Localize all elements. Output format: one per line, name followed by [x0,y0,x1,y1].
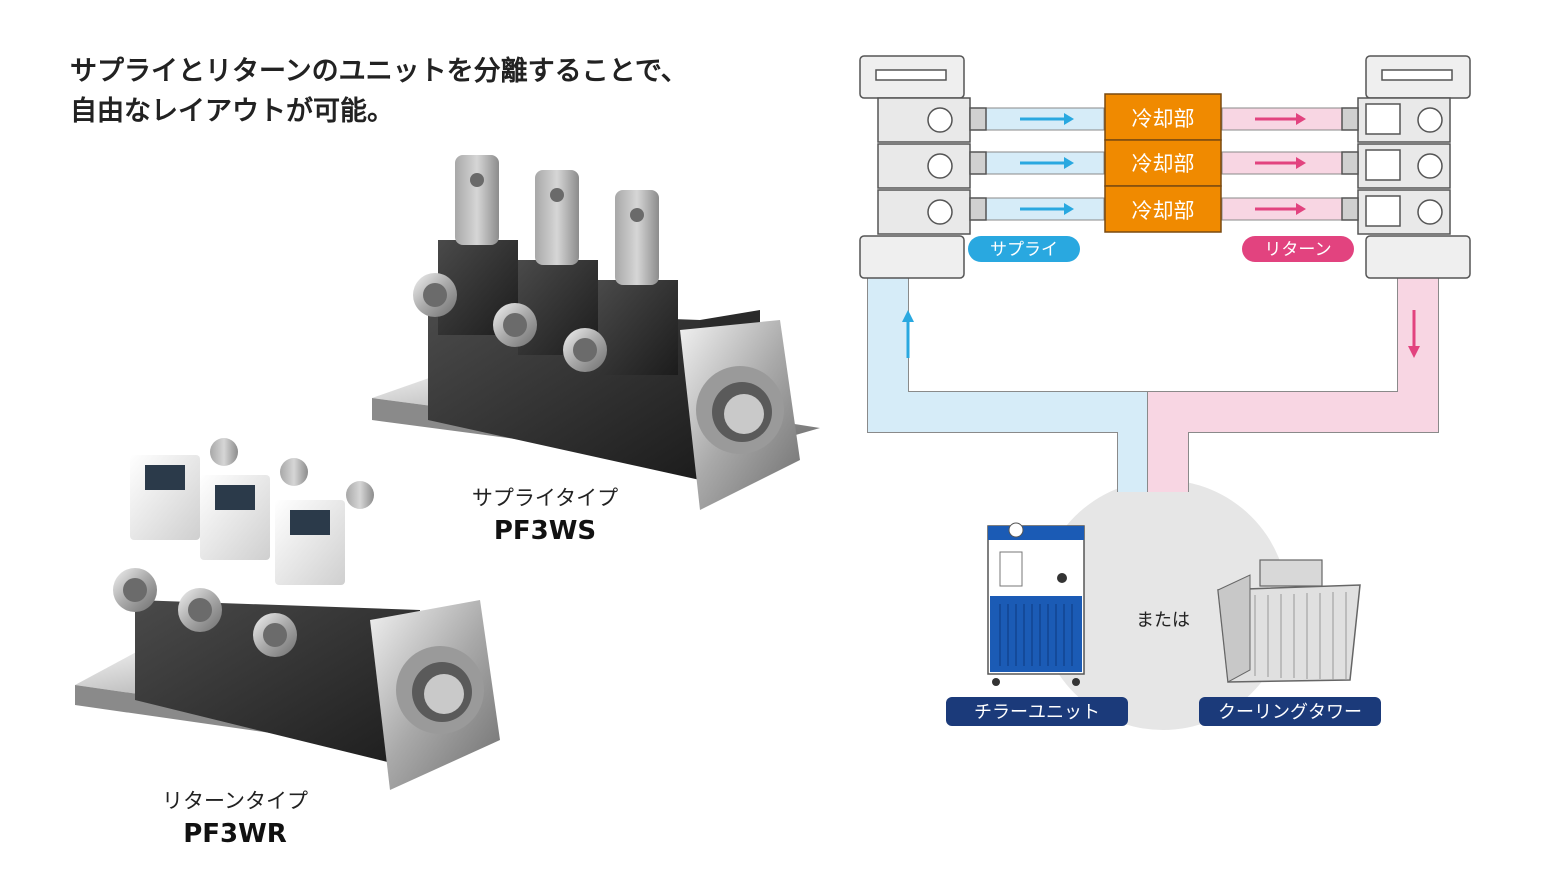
or-label: または [1136,610,1190,631]
chiller-badge: チラーユニット [946,697,1128,726]
supply-pipe-outline [867,268,1159,492]
flow-diagram: 冷却部 冷却部 冷却部 [859,55,1471,730]
return-pipe-outline [1147,268,1439,492]
tower-badge-label: クーリングタワー [1218,702,1362,723]
supply-up-arrow-icon [902,310,914,358]
cooling-section-2: 冷却部 [1104,139,1222,187]
headline: サプライとリターンのユニットを分離することで、 自由なレイアウトが可能。 [70,52,730,132]
cooling-tower-icon [1217,559,1361,683]
supply-model-label: PF3WS [493,516,597,546]
tower-badge: クーリングタワー [1199,697,1381,726]
headline-line-1: サプライとリターンのユニットを分離することで、 [70,56,688,87]
return-badge: リターン [1242,236,1354,262]
cooling-section-3: 冷却部 [1104,185,1222,233]
product-photos [75,155,820,790]
return-down-arrow-icon [1408,310,1420,358]
cooling-label-3: 冷却部 [1132,199,1195,223]
flow-arrow-icon [1020,113,1306,215]
chiller-icon [987,522,1085,686]
return-product-label: リターンタイプ PF3WR [130,785,340,849]
chiller-badge-label: チラーユニット [974,702,1100,723]
supply-pipe [868,268,1158,492]
cooling-label-2: 冷却部 [1132,152,1195,176]
return-manifold-icon [1341,55,1471,279]
supply-badge: サプライ [968,236,1080,262]
supply-product-label: サプライタイプ PF3WS [440,482,650,546]
cooling-label-1: 冷却部 [1132,107,1195,131]
return-pipe [1148,268,1438,492]
cooling-section-1: 冷却部 [1104,93,1222,141]
supply-unit-photo [372,155,820,510]
supply-manifold-icon [859,55,987,279]
return-unit-photo [75,438,500,790]
supply-rows [985,107,1105,221]
return-type-label: リターンタイプ [162,789,308,813]
headline-line-2: 自由なレイアウトが可能。 [70,96,394,127]
supply-badge-label: サプライ [990,240,1058,260]
source-circle [1038,480,1288,730]
return-badge-label: リターン [1264,240,1331,260]
return-model-label: PF3WR [183,819,287,849]
supply-type-label: サプライタイプ [471,486,619,510]
